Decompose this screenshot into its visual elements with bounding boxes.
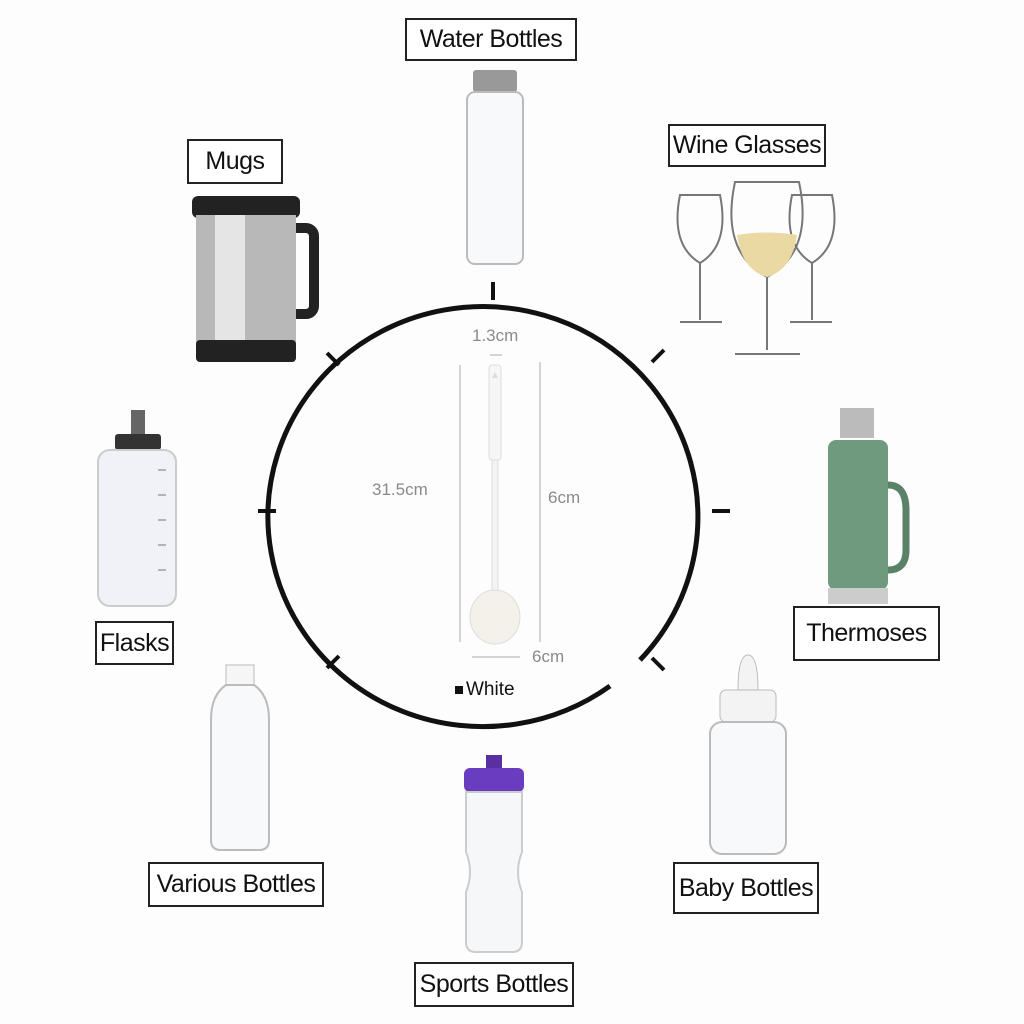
label-sports-bottles: Sports Bottles [414,962,574,1007]
label-baby-bottles: Baby Bottles [673,862,819,914]
mug-image [192,196,319,362]
label-various-bottles: Various Bottles [148,862,324,907]
bottle-brush-image [459,354,541,658]
sports-bottle-image [464,755,524,953]
dimension-width-top: 1.3cm [472,326,519,345]
flask-image [97,410,177,607]
wine-glasses-image [676,181,836,355]
label-water-bottles: Water Bottles [405,18,577,61]
label-flasks: Flasks [95,621,174,665]
color-option: White [455,679,515,701]
center-circle [258,282,730,730]
label-wine-glasses: Wine Glasses [668,124,826,167]
various-bottle-image [210,664,270,851]
label-thermoses: Thermoses [793,606,940,661]
color-option-label: White [466,679,515,700]
dimension-head-width: 6cm [532,647,565,666]
label-mugs: Mugs [187,139,283,184]
dimension-head-length: 6cm [548,488,581,507]
color-swatch-icon [455,686,463,694]
dimension-length: 31.5cm [372,480,428,499]
water-bottle-image [466,70,524,265]
baby-bottle-image [709,654,787,855]
thermos-image [828,408,910,604]
